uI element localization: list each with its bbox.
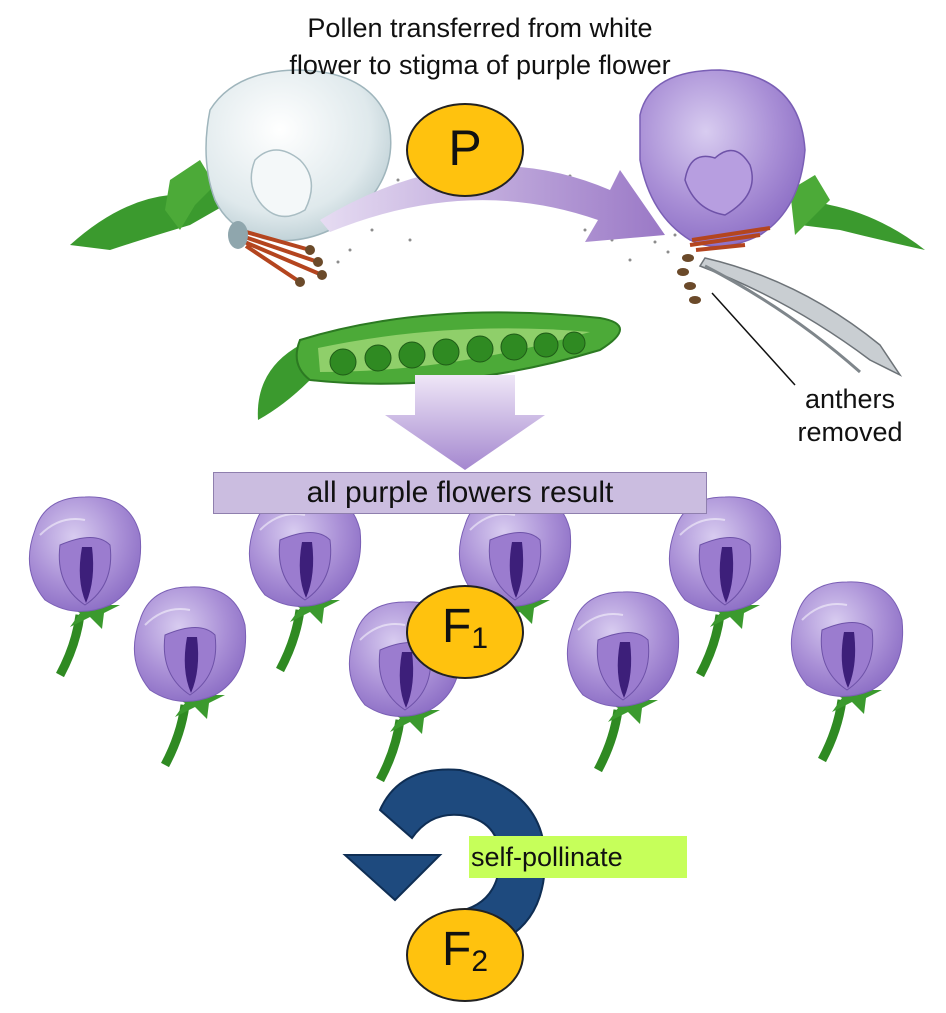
f1-generation-badge: F1: [406, 585, 524, 679]
down-arrow-icon: [385, 375, 545, 470]
purple-flower-icon: [640, 70, 925, 250]
f2-generation-label: F2: [408, 922, 522, 977]
anthers-label-line-2: removed: [780, 416, 920, 449]
f2-subscript: 2: [471, 945, 488, 978]
f1-flower-icon: [791, 582, 902, 760]
anthers-removed-label: anthers removed: [780, 383, 920, 449]
parent-generation-badge: P: [406, 103, 524, 197]
f1-flower-icon: [669, 497, 780, 675]
parent-generation-label: P: [408, 119, 522, 177]
white-flower-icon: [70, 70, 391, 287]
self-pollinate-label: self-pollinate: [471, 836, 711, 878]
f2-letter: F: [442, 923, 471, 976]
f1-flower-icon: [567, 592, 678, 770]
cross-caption: Pollen transferred from white flower to …: [180, 10, 780, 84]
caption-line-2: flower to stigma of purple flower: [180, 47, 780, 84]
caption-line-1: Pollen transferred from white: [180, 10, 780, 47]
f1-flower-icon: [29, 497, 140, 675]
result-banner-text: all purple flowers result: [213, 474, 707, 512]
f1-letter: F: [442, 600, 471, 653]
forceps-icon: [677, 254, 900, 385]
f1-generation-label: F1: [408, 599, 522, 654]
anthers-label-line-1: anthers: [780, 383, 920, 416]
f1-flower-icon: [249, 492, 360, 670]
f1-flower-icon: [134, 587, 245, 765]
f2-generation-badge: F2: [406, 908, 524, 1002]
f1-subscript: 1: [471, 622, 488, 655]
